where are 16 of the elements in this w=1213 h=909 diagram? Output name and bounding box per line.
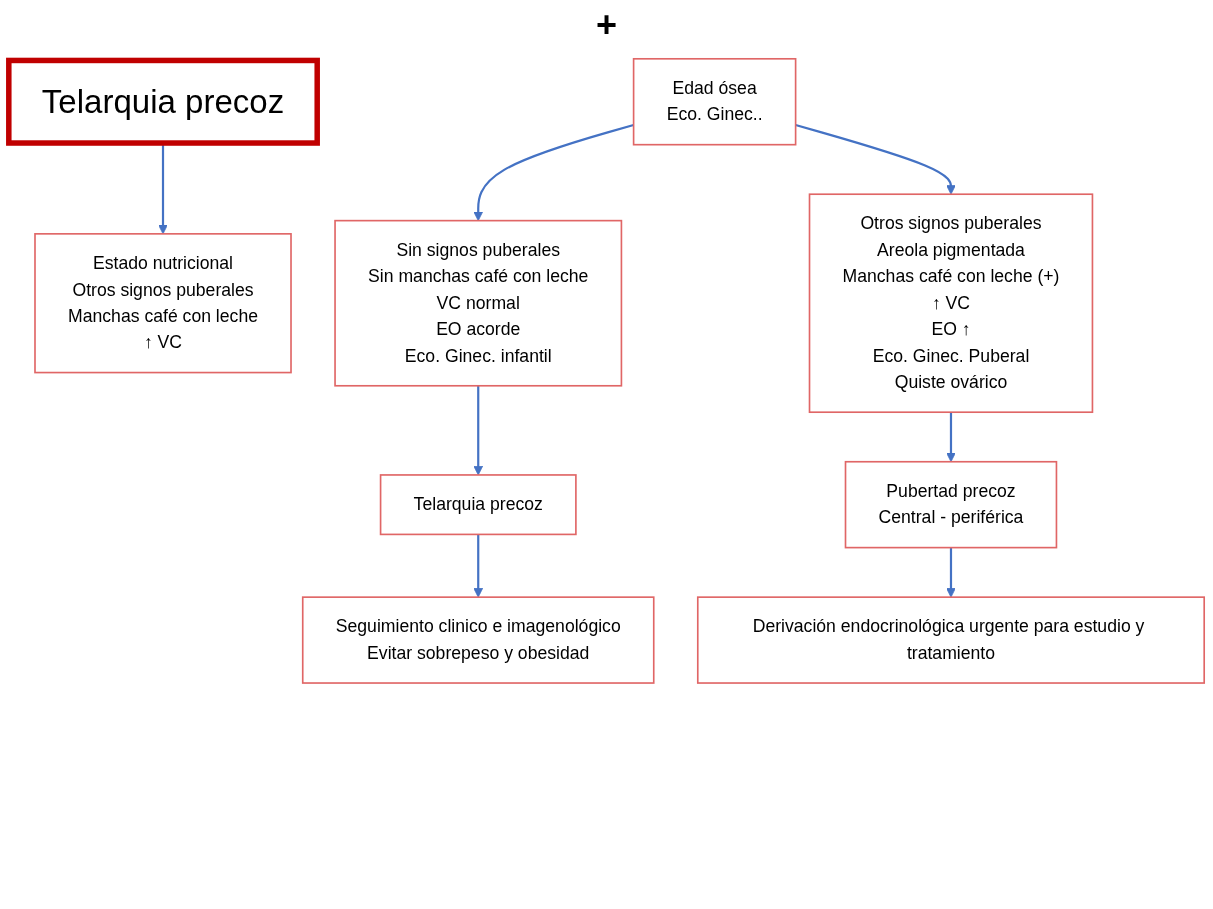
arrow xyxy=(473,123,634,222)
node-box: Telarquia precoz xyxy=(6,57,320,146)
node-box: Derivación endocrinológica urgente para estudio y tratamiento xyxy=(696,596,1205,684)
arrow xyxy=(946,412,956,463)
arrow xyxy=(473,385,484,476)
node-box: Otros signos puberales Areola pigmentada Manchas café con leche (+) ↑ VC EO ↑ Eco. Ginec. Puberal Quiste ovárico xyxy=(808,193,1094,414)
node-box: Sin signos puberales Sin manchas café con leche VC normal EO acorde Eco. Ginec. infantil xyxy=(334,219,623,387)
plus-sign: + xyxy=(596,4,617,46)
node-box: Telarquia precoz xyxy=(379,474,577,536)
arrow xyxy=(473,534,484,598)
node-box: Seguimiento clinico e imagenológico Evitar sobrepeso y obesidad xyxy=(301,596,655,684)
arrow xyxy=(795,123,956,195)
arrow xyxy=(946,547,956,598)
node-box: Edad ósea Eco. Ginec.. xyxy=(632,58,797,146)
node-box: Pubertad precoz Central - periférica xyxy=(844,460,1058,549)
node-box: Estado nutricional Otros signos puberales Manchas café con leche ↑ VC xyxy=(34,233,292,374)
